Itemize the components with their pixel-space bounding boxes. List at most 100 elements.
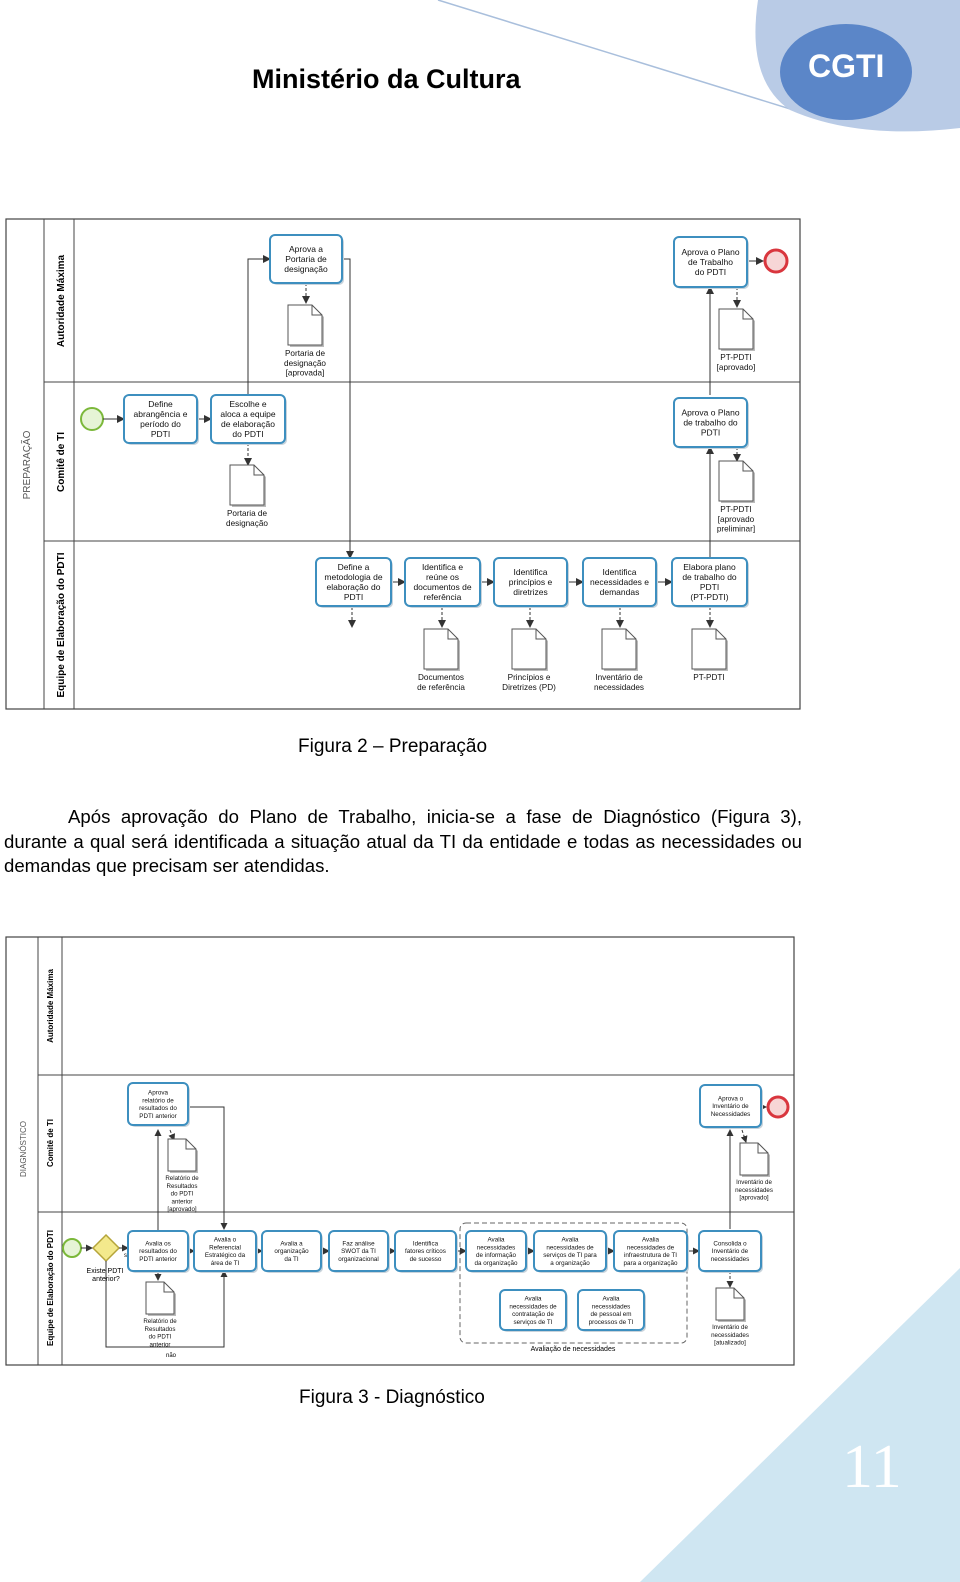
document-label: necessidades — [711, 1332, 749, 1339]
document-label: [atualizado] — [714, 1340, 746, 1347]
document-label: Relatório de — [143, 1318, 177, 1325]
task-label: de sucesso — [410, 1256, 442, 1263]
lane-label: Autoridade Máxima — [56, 254, 67, 347]
lane-label: Equipe de Elaboração do PDTI — [46, 1230, 55, 1346]
document-label: Resultados — [145, 1326, 176, 1333]
logo-badge — [780, 24, 912, 120]
task-label: PDTI — [701, 427, 720, 437]
task-label: necessidades — [592, 1303, 631, 1310]
document-label: Inventário de — [736, 1179, 772, 1186]
document-label: designação — [226, 519, 268, 528]
document-label: Documentos — [418, 673, 464, 682]
task-label: Identifica e — [422, 562, 463, 572]
document-label: Princípios e — [508, 673, 551, 682]
lane-label: Equipe de Elaboração do PDTI — [56, 552, 67, 697]
cgti-logo: CGTI — [808, 48, 885, 84]
task-label: demandas — [600, 587, 640, 597]
task-label: PDTI — [344, 592, 363, 602]
task-label: (PT-PDTI) — [690, 592, 728, 602]
document-label: PT-PDTI — [693, 673, 724, 682]
task-label: Avalia — [561, 1237, 579, 1244]
task-label: reúne os — [426, 572, 459, 582]
task-label: abrangência e — [134, 409, 188, 419]
end-event — [763, 248, 789, 274]
needs-group — [459, 1222, 688, 1344]
task-label: PDTI — [700, 582, 719, 592]
task-label: Portaria de — [285, 254, 327, 264]
task-label: Inventário de — [712, 1248, 749, 1255]
document-icon: PT-PDTI — [691, 628, 728, 682]
task-label: Avalia a — [280, 1240, 303, 1247]
task-label: Aprova a — [289, 244, 323, 254]
document-label: PT-PDTI — [720, 353, 751, 362]
task-label: Aprova o Plano — [681, 407, 739, 417]
task-label: PDTI — [151, 429, 170, 439]
document-label: [aprovado] — [739, 1195, 769, 1202]
task-label: Identifica — [513, 567, 547, 577]
task-label: de elaboração — [221, 419, 275, 429]
task-label: Avalia — [524, 1296, 542, 1303]
paragraph-text: Após aprovação do Plano de Trabalho, ini… — [4, 806, 802, 876]
task-label: de trabalho do — [682, 572, 737, 582]
task-label: necessidades — [711, 1256, 750, 1263]
figure-3-diagram: DIAGNÓSTICO Autoridade Máxima Comitê de … — [5, 936, 795, 1366]
task-label: da TI — [284, 1256, 298, 1263]
task-label: referência — [424, 592, 462, 602]
document-label: PT-PDTI — [720, 505, 751, 514]
task-label: a organização — [550, 1260, 590, 1267]
task-label: fatores críticos — [405, 1248, 446, 1255]
task-label: documentos de — [413, 582, 471, 592]
figure-2-diagram: PREPARAÇÃO Autoridade Máxima Comitê de T… — [5, 218, 801, 710]
task-label: organizacional — [338, 1256, 379, 1263]
task-label: SWOT da TI — [341, 1248, 376, 1255]
group-label: Avaliação de necessidades — [531, 1346, 616, 1353]
document-label: [aprovado] — [717, 363, 756, 372]
start-event — [62, 1238, 82, 1258]
task-label: Avalia — [602, 1296, 620, 1303]
task-label: metodologia de — [324, 572, 382, 582]
task-label: área de TI — [211, 1260, 240, 1267]
data-associations — [244, 283, 741, 628]
task-label: Estratégico da — [205, 1252, 246, 1259]
task-label: Avalia — [642, 1237, 660, 1244]
document-label: preliminar] — [717, 525, 755, 534]
figure-2-caption: Figura 2 – Preparação — [298, 736, 488, 757]
task-label: Avalia os — [145, 1240, 170, 1247]
task-label: Avalia — [487, 1237, 505, 1244]
task-label: para a organização — [624, 1260, 678, 1267]
end-event — [766, 1095, 790, 1119]
document-label: [aprovado] — [167, 1206, 197, 1213]
task-label: PDTI anterior — [139, 1256, 176, 1263]
lane-label: Comitê de TI — [56, 432, 67, 492]
document-label: Portaria de — [227, 509, 267, 518]
task-label: de informação — [476, 1252, 516, 1259]
document-label: Diretrizes (PD) — [502, 683, 556, 692]
document-label: do PDTI — [171, 1191, 194, 1198]
document-label: Inventário de — [712, 1324, 748, 1331]
sequence-flows — [103, 255, 764, 586]
task-label: Avalia o — [214, 1237, 237, 1244]
document-label: anterior — [172, 1198, 193, 1205]
task-label: diretrizes — [513, 587, 547, 597]
